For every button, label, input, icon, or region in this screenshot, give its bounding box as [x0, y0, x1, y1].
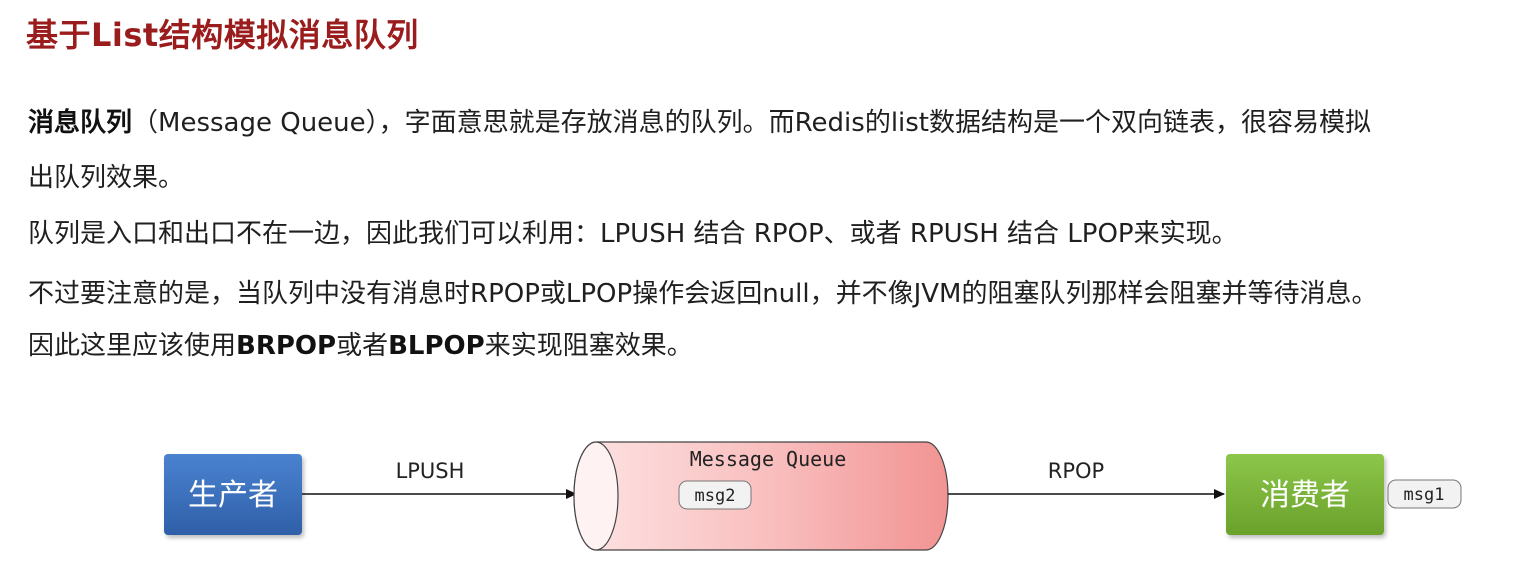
- rpop-label: RPOP: [1048, 459, 1104, 483]
- term-message-queue: 消息队列: [28, 108, 133, 138]
- producer-box: [164, 454, 302, 535]
- msg1-text: msg1: [1404, 485, 1445, 505]
- paragraph-intro-text: （Message Queue），字面意思就是存放消息的队列。而Redis的lis…: [132, 108, 1372, 138]
- paragraph-blocking-solution: 因此这里应该使用BRPOP或者BLPOP来实现阻塞效果。: [28, 318, 693, 374]
- lpush-label: LPUSH: [396, 459, 465, 483]
- solution-mid: 或者: [336, 331, 389, 361]
- msg2-text: msg2: [695, 486, 736, 506]
- producer-node: 生产者: [164, 454, 302, 535]
- msg2-chip: [678, 480, 752, 510]
- page-title: 基于List结构模拟消息队列: [26, 16, 419, 54]
- solution-prefix: 因此这里应该使用: [28, 331, 237, 361]
- msg1-chip: [1387, 479, 1462, 509]
- paragraph-blocking-note: 不过要注意的是，当队列中没有消息时RPOP或LPOP操作会返回null，并不像J…: [28, 279, 1378, 309]
- blpop-term: BLPOP: [388, 331, 485, 361]
- consumer-label: 消费者: [1260, 478, 1350, 513]
- queue-label: Message Queue: [690, 447, 847, 471]
- queue-cylinder: Message Queue msg2: [573, 441, 949, 551]
- paragraph-intro-continuation: 出队列效果。: [28, 163, 185, 193]
- consumer-node: 消费者: [1226, 454, 1384, 535]
- consumer-box: [1226, 454, 1384, 535]
- queue-opening: [573, 441, 619, 551]
- brpop-term: BRPOP: [236, 331, 337, 361]
- paragraph-queue-usage: 队列是入口和出口不在一边，因此我们可以利用：LPUSH 结合 RPOP、或者 R…: [28, 219, 1238, 249]
- producer-label: 生产者: [188, 478, 278, 513]
- solution-suffix: 来实现阻塞效果。: [484, 331, 693, 361]
- paragraph-intro: 消息队列（Message Queue），字面意思就是存放消息的队列。而Redis…: [28, 95, 1371, 151]
